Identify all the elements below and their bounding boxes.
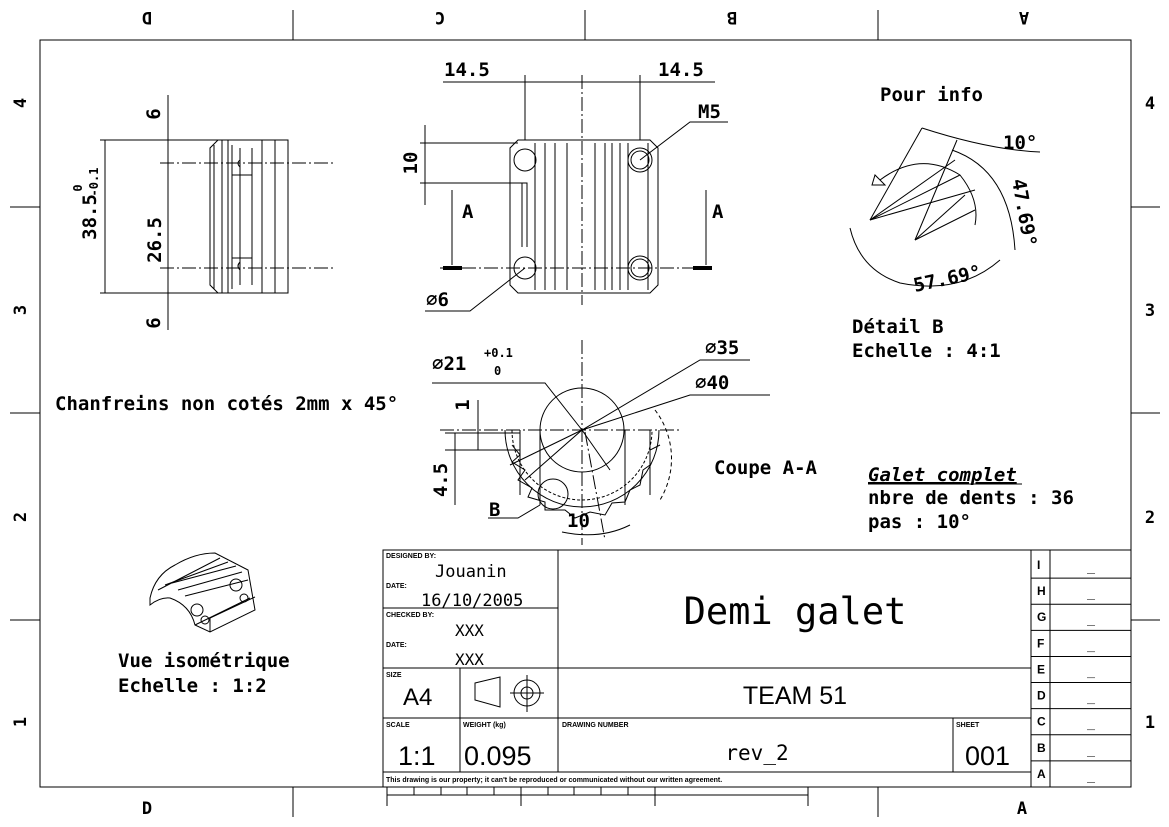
revision-table: I _ H _ G _ F _ E _ D _ C _ B _ A _ — [1031, 558, 1131, 784]
bore-diameter: ∅21 — [432, 353, 466, 375]
designed-by-label: DESIGNED BY: — [386, 553, 436, 560]
sheet-number: 001 — [965, 741, 1010, 771]
dim-1: 1 — [452, 399, 474, 410]
drawing-title: Demi galet — [684, 590, 907, 633]
detail-b-ref: B — [489, 499, 500, 521]
revision-value: _ — [1086, 637, 1095, 653]
revision-letter: I — [1037, 558, 1040, 572]
chamfer-note: Chanfreins non cotés 2mm x 45° — [55, 393, 398, 415]
revision-value: _ — [1086, 585, 1095, 601]
isometric-view: Vue isométrique Echelle : 1:2 — [118, 552, 290, 697]
revision-value: _ — [1086, 716, 1095, 732]
root-diameter: ∅35 — [705, 337, 739, 359]
zone-top-a: A — [1019, 7, 1029, 27]
revision-value: _ — [1086, 690, 1095, 706]
dim-top-offset: 6 — [143, 108, 165, 119]
detail-note: Pour info — [880, 84, 983, 106]
side-view: 38.5 0 -0.1 26.5 6 6 — [71, 95, 335, 330]
checked-date-label: DATE: — [386, 642, 407, 649]
angle-b: 57.69° — [911, 261, 983, 297]
revision-letter: H — [1037, 584, 1046, 598]
design-date: 16/10/2005 — [421, 591, 523, 611]
zone-top-b: B — [727, 7, 737, 27]
iso-scale: Echelle : 1:2 — [118, 675, 267, 697]
zone-left-3: 3 — [11, 305, 31, 315]
detail-scale: Echelle : 4:1 — [852, 340, 1001, 362]
zone-top-c: C — [435, 7, 445, 27]
drawing-number: rev_2 — [725, 741, 788, 765]
tol-upper: 0 — [71, 184, 85, 191]
bore-tol-lower: 0 — [494, 364, 501, 378]
section-title: Coupe A-A — [714, 457, 818, 479]
tol-lower: -0.1 — [87, 168, 101, 197]
angle-a: 47.69° — [1007, 177, 1041, 248]
teeth-count-note: nbre de dents : 36 — [868, 487, 1074, 509]
zone-top-d: D — [142, 7, 152, 27]
dim-4-5: 4.5 — [430, 463, 452, 497]
detail-b-view: Pour info 10° 47.69° 57.69° Détail B Ech… — [849, 84, 1041, 362]
revision-letter: G — [1037, 610, 1046, 624]
revision-letter: D — [1037, 689, 1046, 703]
zone-right-4: 4 — [1145, 94, 1155, 114]
zone-right-3: 3 — [1145, 301, 1155, 321]
checked-by: XXX — [455, 621, 484, 640]
galet-complet-title: Galet complet — [868, 464, 1017, 486]
dim-10: 10 — [567, 510, 590, 532]
date-label: DATE: — [386, 583, 407, 590]
angle-pitch: 10° — [1003, 132, 1037, 154]
revision-letter: F — [1037, 636, 1044, 650]
zone-right-2: 2 — [1145, 508, 1155, 528]
revision-letter: C — [1037, 715, 1046, 729]
thread-callout: M5 — [698, 101, 721, 123]
dim-hole-height: 10 — [400, 152, 422, 175]
section-label-right: A — [712, 201, 724, 223]
scale-ruler — [386, 787, 809, 806]
revision-value: _ — [1086, 663, 1095, 679]
dim-left-hole: 14.5 — [444, 59, 490, 81]
outer-diameter: ∅40 — [695, 372, 729, 394]
iso-title: Vue isométrique — [118, 650, 290, 672]
revision-letter: A — [1037, 767, 1046, 781]
zone-left-2: 2 — [11, 512, 31, 522]
projection-symbol-icon — [474, 675, 544, 712]
detail-title: Détail B — [852, 316, 944, 338]
revision-value: _ — [1086, 559, 1095, 575]
revision-letter: B — [1037, 741, 1046, 755]
revision-value: _ — [1086, 611, 1095, 627]
drawing-scale: 1:1 — [398, 741, 436, 771]
drawing-number-label: DRAWING NUMBER — [562, 722, 629, 729]
designed-by: Jouanin — [435, 562, 507, 582]
title-block: DESIGNED BY: Jouanin DATE: 16/10/2005 CH… — [382, 549, 1132, 788]
bore-tol-upper: +0.1 — [484, 346, 513, 360]
section-label-left: A — [462, 201, 474, 223]
dim-bottom-offset: 6 — [143, 317, 165, 328]
revision-value: _ — [1086, 742, 1095, 758]
team-name: TEAM 51 — [743, 682, 847, 710]
size-label: SIZE — [386, 672, 402, 679]
sheet-size: A4 — [403, 684, 432, 711]
revision-value: _ — [1086, 768, 1095, 784]
zone-left-4: 4 — [11, 98, 31, 108]
sheet-label: SHEET — [956, 722, 980, 729]
weight-label: WEIGHT (kg) — [463, 722, 506, 729]
section-aa-view: ∅21 +0.1 0 ∅35 ∅40 1 4.5 B 10 Coupe A-A — [430, 337, 818, 545]
dim-hole-spacing: 26.5 — [144, 217, 166, 263]
front-view: 14.5 14.5 10 M5 ∅6 A A — [400, 59, 728, 312]
dim-right-hole: 14.5 — [658, 59, 704, 81]
dim-overall-height: 38.5 — [79, 194, 101, 240]
zone-left-1: 1 — [11, 717, 31, 727]
checked-date: XXX — [455, 650, 484, 669]
checked-by-label: CHECKED BY: — [386, 612, 434, 619]
pitch-note: pas : 10° — [868, 511, 971, 533]
hole-callout: ∅6 — [426, 289, 449, 311]
zone-bottom-a: A — [1017, 799, 1027, 819]
zone-bottom-d: D — [142, 799, 152, 819]
part-weight: 0.095 — [464, 741, 532, 771]
scale-label: SCALE — [386, 722, 410, 729]
zone-right-1: 1 — [1145, 713, 1155, 733]
revision-letter: E — [1037, 662, 1045, 676]
disclaimer: This drawing is our property; it can't b… — [386, 777, 722, 784]
